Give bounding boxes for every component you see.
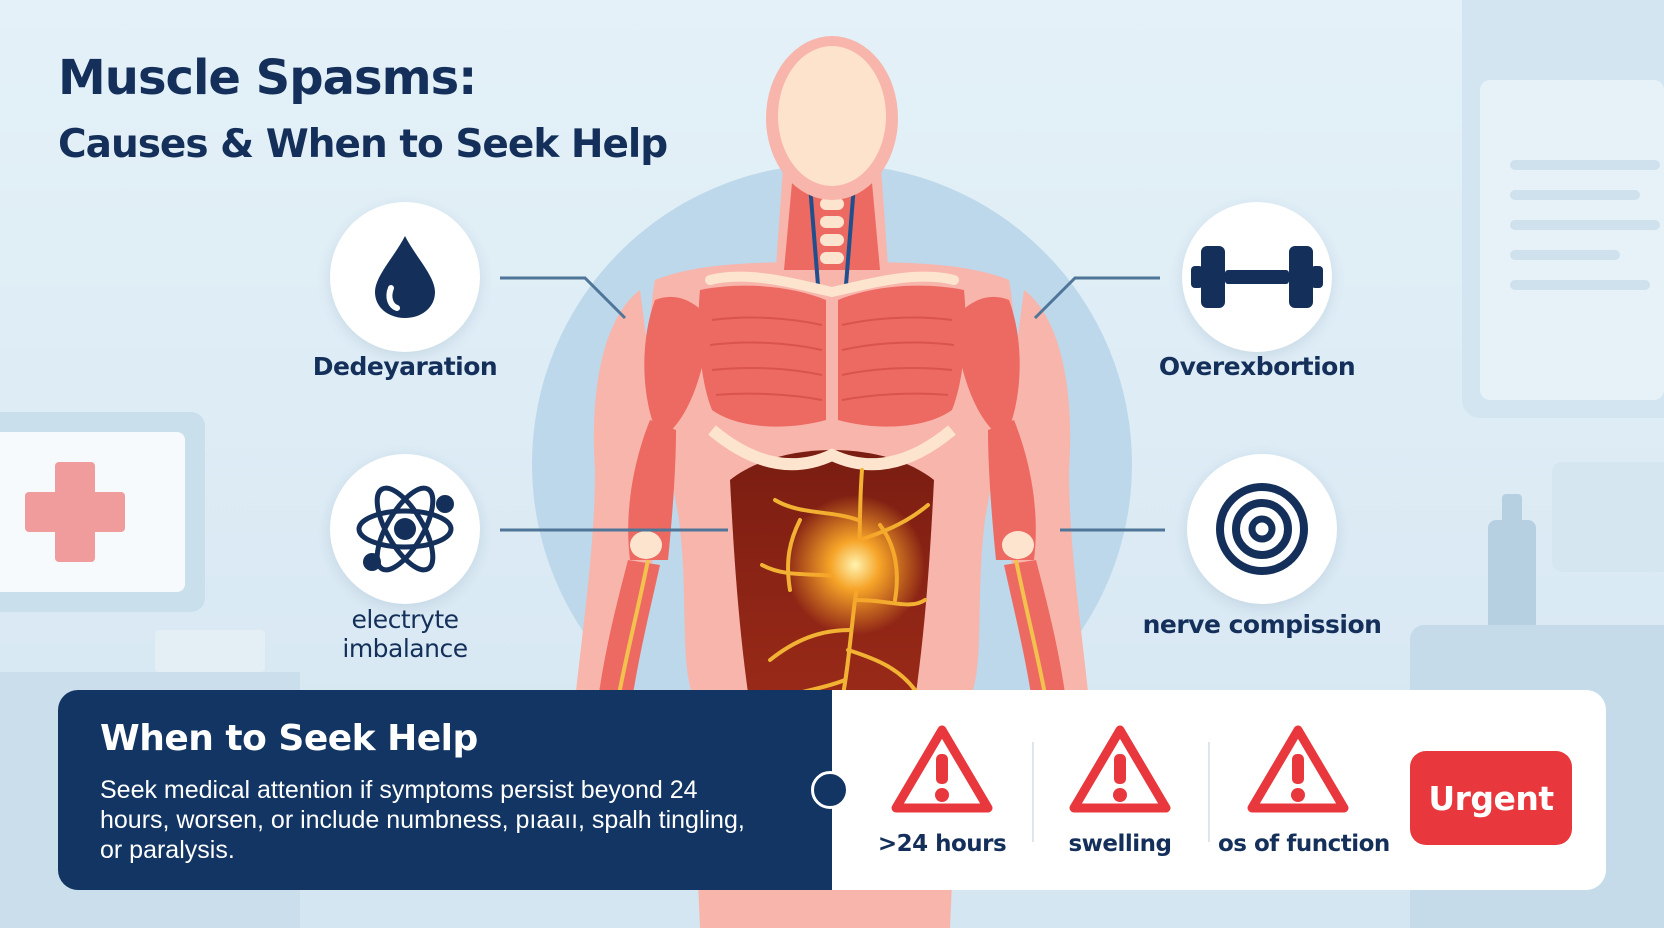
warning-divider bbox=[1032, 742, 1034, 842]
dumbbell-icon bbox=[1191, 246, 1323, 308]
cause-label-dehydration: Dedeyaration bbox=[312, 352, 498, 381]
panel-connector-dot bbox=[811, 771, 849, 809]
cause-label-electrolyte: electryte imbalance bbox=[342, 605, 468, 663]
background-box bbox=[1552, 462, 1664, 572]
background-line bbox=[1510, 160, 1660, 170]
background-bottle-cap bbox=[1502, 494, 1522, 524]
right-deltoid bbox=[954, 296, 1020, 440]
cause-overexertion-badge bbox=[1182, 202, 1332, 352]
background-line bbox=[1510, 280, 1650, 290]
seek-help-title: When to Seek Help bbox=[100, 718, 478, 759]
warning-label-duration: >24 hours bbox=[877, 831, 1007, 857]
warning-label-swelling: swelling bbox=[1068, 831, 1172, 857]
cause-label-overexertion: Overexbortion bbox=[1158, 352, 1356, 381]
background-line bbox=[1510, 220, 1660, 230]
warning-triangle-icon bbox=[1069, 725, 1171, 813]
background-line bbox=[1510, 250, 1620, 260]
cause-dehydration-badge bbox=[330, 202, 480, 352]
cause-label-nerve: nerve compission bbox=[1142, 610, 1382, 639]
warning-triangle-icon bbox=[1247, 725, 1349, 813]
spasm-glow bbox=[785, 495, 925, 635]
background-bottle bbox=[1488, 520, 1536, 640]
right-pectoral bbox=[838, 285, 966, 427]
background-paper-stack bbox=[155, 630, 265, 672]
background-chart-board bbox=[1480, 80, 1664, 400]
water-drop-icon bbox=[375, 236, 435, 318]
urgent-button[interactable]: Urgent bbox=[1410, 751, 1572, 845]
seek-help-body: Seek medical attention if symptoms persi… bbox=[100, 776, 745, 864]
medical-cross-icon-bar bbox=[25, 492, 125, 532]
left-pectoral bbox=[698, 285, 826, 427]
target-icon bbox=[1216, 483, 1308, 575]
warning-divider bbox=[1208, 742, 1210, 842]
warning-triangle-icon bbox=[891, 725, 993, 813]
page-subtitle: Causes & When to Seek Help bbox=[58, 122, 668, 167]
left-deltoid bbox=[644, 296, 710, 440]
cause-electrolyte-badge bbox=[330, 454, 480, 604]
atom-icon bbox=[356, 485, 454, 573]
connector-lines bbox=[500, 276, 1165, 532]
warning-label-loss-of-function: os of function bbox=[1218, 831, 1390, 857]
page-title: Muscle Spasms: bbox=[58, 50, 477, 106]
background-line bbox=[1510, 190, 1640, 200]
seek-help-panel bbox=[58, 690, 832, 890]
cause-nerve-badge bbox=[1187, 454, 1337, 604]
